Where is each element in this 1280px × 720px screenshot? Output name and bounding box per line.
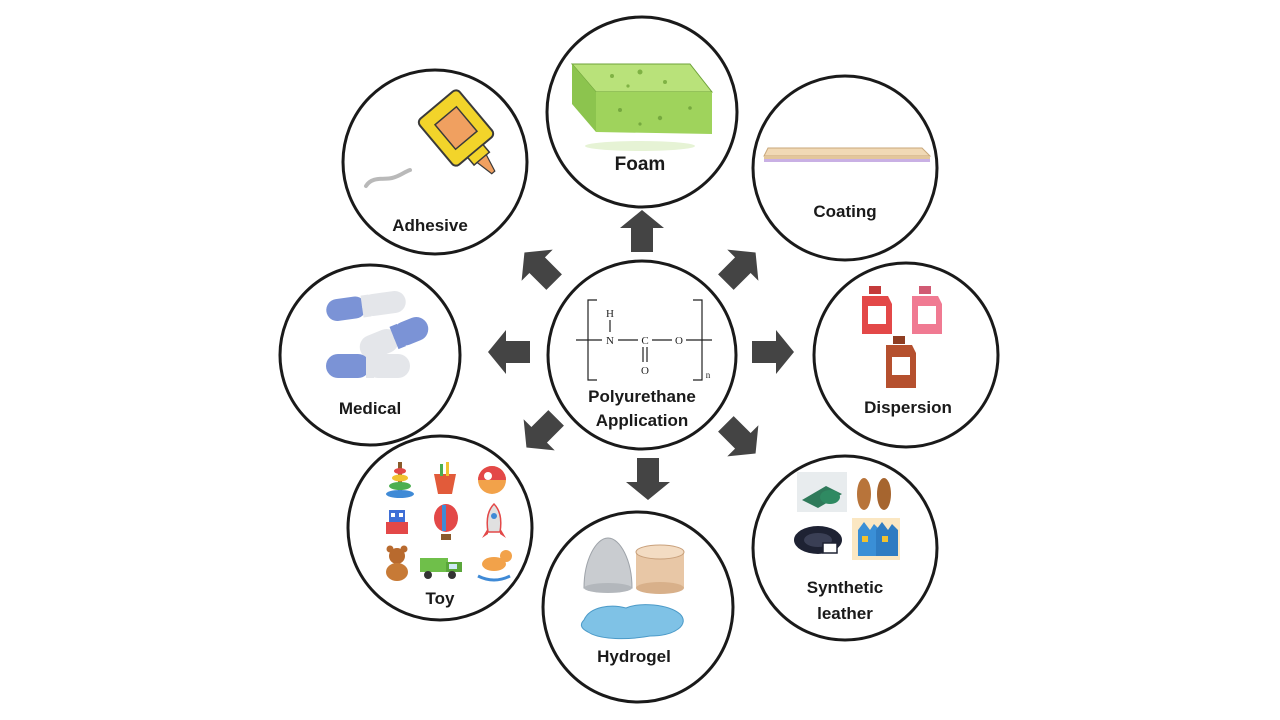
arrows	[488, 210, 794, 500]
formula-o-single: O	[675, 335, 683, 347]
adhesive-label: Adhesive	[392, 216, 468, 235]
arrow-to-dispersion	[752, 330, 794, 374]
node-toy: Toy	[346, 434, 534, 622]
arrow-to-hydrogel	[626, 458, 670, 500]
hydrogel-icon	[580, 537, 685, 640]
coating-label: Coating	[813, 202, 876, 221]
dispersion-label: Dispersion	[864, 398, 952, 417]
urethane-formula: H N C O O n	[576, 299, 712, 381]
node-foam: Foam	[545, 15, 739, 209]
node-synthetic-leather: Synthetic leather	[751, 454, 939, 642]
synthetic-leather-icon	[794, 472, 900, 560]
center-node: H N C O O n Polyurethane Application	[546, 259, 738, 451]
center-label-line1: Polyurethane	[588, 387, 696, 406]
synthetic-leather-label-line2: leather	[817, 604, 873, 623]
formula-h: H	[606, 308, 614, 320]
formula-o-double: O	[641, 365, 649, 377]
arrow-to-adhesive	[521, 249, 562, 290]
node-hydrogel: Hydrogel	[541, 510, 735, 704]
glue-bottle-icon	[364, 89, 496, 188]
node-adhesive: Adhesive	[341, 68, 529, 256]
toys-icon	[386, 462, 512, 582]
center-label-line2: Application	[596, 411, 689, 430]
arrow-to-synthetic-leather	[718, 416, 759, 457]
medical-label: Medical	[339, 399, 401, 418]
synthetic-leather-label-line1: Synthetic	[807, 578, 884, 597]
node-coating: Coating	[751, 74, 939, 262]
foam-label: Foam	[615, 154, 666, 175]
hydrogel-label: Hydrogel	[597, 647, 671, 666]
toy-label: Toy	[426, 589, 456, 608]
coating-layers-icon	[763, 147, 932, 162]
node-medical: Medical	[278, 263, 462, 447]
arrow-to-medical	[488, 330, 530, 374]
arrow-to-coating	[718, 249, 759, 290]
formula-subscript-n: n	[706, 370, 711, 380]
dispersion-bottles-icon	[862, 286, 942, 388]
formula-c: C	[641, 335, 648, 347]
node-dispersion: Dispersion	[812, 261, 1000, 449]
formula-n: N	[606, 335, 614, 347]
arrow-to-toy	[523, 410, 564, 451]
foam-sponge-icon	[570, 63, 714, 151]
arrow-to-foam	[620, 210, 664, 252]
capsules-icon	[326, 290, 429, 378]
